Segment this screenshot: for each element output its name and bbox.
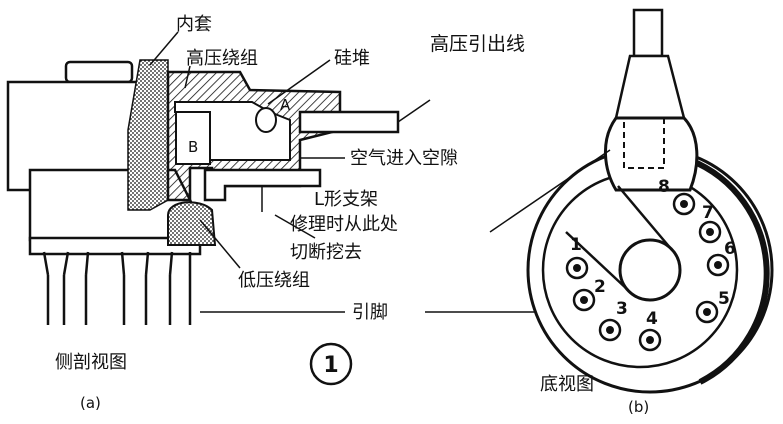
divider-line-left — [565, 231, 629, 291]
label-point-a: A — [280, 96, 291, 114]
figure-number-circle — [309, 342, 353, 386]
bottom-view — [489, 8, 774, 394]
side-section-view — [6, 31, 585, 325]
bottom-view-tag: (b) — [628, 398, 649, 416]
inner-sleeve-fill — [127, 59, 169, 211]
pin — [144, 251, 150, 325]
bottom-pin-number: 3 — [616, 299, 628, 319]
label-hv-lead: 高压引出线 — [430, 33, 525, 55]
leader-silicon-stack — [267, 59, 331, 105]
bottom-pin-core — [714, 261, 722, 269]
shield-band — [688, 157, 770, 385]
center-hole — [618, 238, 682, 302]
bottom-view-caption: 底视图 — [540, 374, 594, 395]
leader-hv-lead — [397, 99, 431, 123]
label-air-gap: 空气进入空隙 — [350, 148, 458, 169]
label-lv-winding: 低压绕组 — [238, 270, 310, 291]
leader-air-gap-bottom — [489, 149, 611, 233]
pin — [62, 251, 70, 325]
silicon-stack — [255, 107, 277, 133]
pin — [42, 251, 50, 325]
bottom-pin-number: 1 — [570, 235, 582, 255]
bottom-pin-number: 2 — [594, 277, 606, 297]
divider-line-right — [617, 185, 673, 251]
bottom-pin-core — [606, 326, 614, 334]
label-repair-note-1: 修理时从此处 — [290, 214, 398, 235]
label-l-bracket: L形支架 — [314, 189, 378, 210]
side-view-caption: 侧剖视图 — [55, 352, 127, 373]
pin — [84, 251, 90, 325]
label-point-b: B — [188, 138, 198, 156]
hidden-cavity — [623, 117, 665, 169]
bottom-pin-core — [646, 336, 654, 344]
top-tab — [64, 60, 134, 84]
pin — [168, 251, 174, 325]
cavity-b — [175, 111, 211, 165]
lead-housing — [603, 116, 699, 192]
bottom-pin-number: 7 — [702, 203, 714, 223]
leader-inner-sleeve — [149, 31, 179, 66]
hv-lead-wire — [632, 8, 664, 58]
label-silicon-stack: 硅堆 — [334, 48, 370, 69]
figure-number: 1 — [323, 353, 338, 378]
side-view-tag: (a) — [80, 394, 101, 412]
bottom-pin-core — [580, 296, 588, 304]
leader-repair — [274, 214, 316, 239]
bottom-pin-number: 6 — [724, 239, 736, 259]
bottom-pin-core — [706, 228, 714, 236]
bottom-pin-number: 4 — [646, 309, 658, 329]
leader-hv-winding — [184, 65, 191, 89]
bottom-pin-core — [703, 308, 711, 316]
lv-winding-blob — [167, 201, 217, 246]
lead-neck — [614, 54, 686, 120]
bottom-pin-core — [680, 200, 688, 208]
side-pins — [42, 251, 192, 325]
label-hv-winding: 高压绕组 — [186, 48, 258, 69]
pin — [120, 251, 126, 325]
label-inner-sleeve: 内套 — [176, 14, 212, 35]
bottom-pin-core — [573, 264, 581, 272]
hv-lead-rod — [298, 110, 400, 134]
label-pins: 引脚 — [352, 302, 388, 323]
bottom-pin-number: 5 — [718, 289, 730, 309]
leader-lv-winding — [199, 219, 241, 269]
label-repair-note-2: 切断挖去 — [290, 242, 362, 263]
bottom-pin-number: 8 — [658, 177, 670, 197]
